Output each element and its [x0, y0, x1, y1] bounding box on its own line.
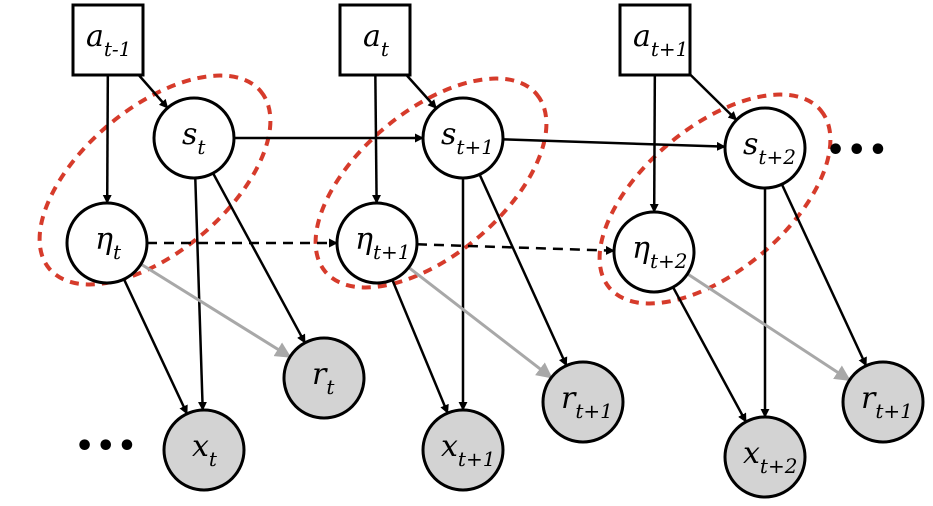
latent-node-circle	[152, 96, 236, 180]
group-outline-g2	[597, 92, 833, 306]
edge-s1-to-s2	[502, 138, 726, 151]
edges	[102, 73, 868, 423]
latent-node-circle	[335, 201, 419, 285]
node-label-x0: xt	[192, 429, 218, 471]
edge-e0-to-r0	[140, 262, 292, 359]
latent-node-circle	[723, 106, 807, 190]
node-x1: xt+1	[421, 408, 505, 492]
left-ellipsis: •••	[75, 429, 139, 464]
node-r2: rt+1	[841, 360, 925, 444]
observed-node-circle	[162, 408, 246, 492]
right-ellipsis: •••	[826, 133, 890, 168]
node-a1: at	[338, 3, 412, 77]
action-box	[71, 3, 145, 77]
edge-a2-to-s2	[689, 73, 738, 121]
node-label-e2: ηt+2	[632, 231, 688, 273]
node-s2: st+2	[723, 106, 807, 190]
edge-a0-to-e0	[102, 74, 112, 204]
action-box	[618, 3, 692, 77]
edge-s1-to-r1	[478, 173, 568, 367]
group-outline-g0	[37, 73, 273, 287]
node-e2: ηt+2	[612, 210, 696, 294]
node-a0: at-1	[71, 3, 145, 77]
node-x2: xt+2	[723, 415, 807, 499]
edge-a1-to-s1	[405, 74, 438, 110]
observed-node-circle	[541, 360, 625, 444]
node-label-x2: xt+2	[743, 436, 797, 478]
edge-a0-to-s0	[137, 74, 169, 109]
node-label-a1: at	[363, 19, 390, 61]
node-label-r2: rt+1	[861, 381, 913, 423]
node-e1: ηt+1	[335, 201, 419, 285]
node-label-a2: at+1	[633, 19, 688, 61]
nodes: at-1 at at+1 st st+1 st+2 ηt ηt+1 ηt+2 xt xt+1 xt+2…	[65, 3, 925, 499]
node-s0: st	[152, 96, 236, 180]
edge-e2-to-x2	[671, 286, 748, 423]
observed-node-circle	[282, 336, 366, 420]
node-label-r1: rt+1	[561, 381, 613, 423]
edge-s0-to-x0	[194, 177, 207, 411]
node-r1: rt+1	[541, 360, 625, 444]
node-label-e0: ηt	[95, 222, 122, 264]
edge-e1-to-e2	[416, 243, 615, 255]
latent-node-circle	[421, 96, 505, 180]
node-s1: st+1	[421, 96, 505, 180]
node-e0: ηt	[65, 201, 149, 285]
node-label-s0: st	[182, 117, 206, 159]
edge-e0-to-x0	[122, 278, 189, 415]
node-x0: xt	[162, 408, 246, 492]
node-label-x1: xt+1	[441, 429, 495, 471]
observed-node-circle	[723, 415, 807, 499]
edge-s0-to-r0	[211, 172, 307, 344]
latent-node-circle	[65, 201, 149, 285]
node-label-s1: st+1	[441, 117, 494, 159]
node-label-a0: at-1	[86, 19, 131, 61]
observed-node-circle	[841, 360, 925, 444]
edge-e2-to-r2	[686, 272, 851, 382]
node-label-s2: st+2	[743, 127, 796, 169]
node-a2: at+1	[618, 3, 692, 77]
action-box	[338, 3, 412, 77]
edge-s2-to-r2	[780, 183, 868, 367]
group-outlines	[37, 73, 833, 306]
group-outline-g1	[313, 76, 549, 290]
node-label-r0: rt	[312, 357, 335, 399]
node-r0: rt	[282, 336, 366, 420]
edge-e1-to-r1	[407, 266, 553, 379]
latent-node-circle	[612, 210, 696, 294]
edge-e1-to-x1	[391, 279, 449, 414]
observed-node-circle	[421, 408, 505, 492]
node-label-e1: ηt+1	[355, 222, 411, 264]
